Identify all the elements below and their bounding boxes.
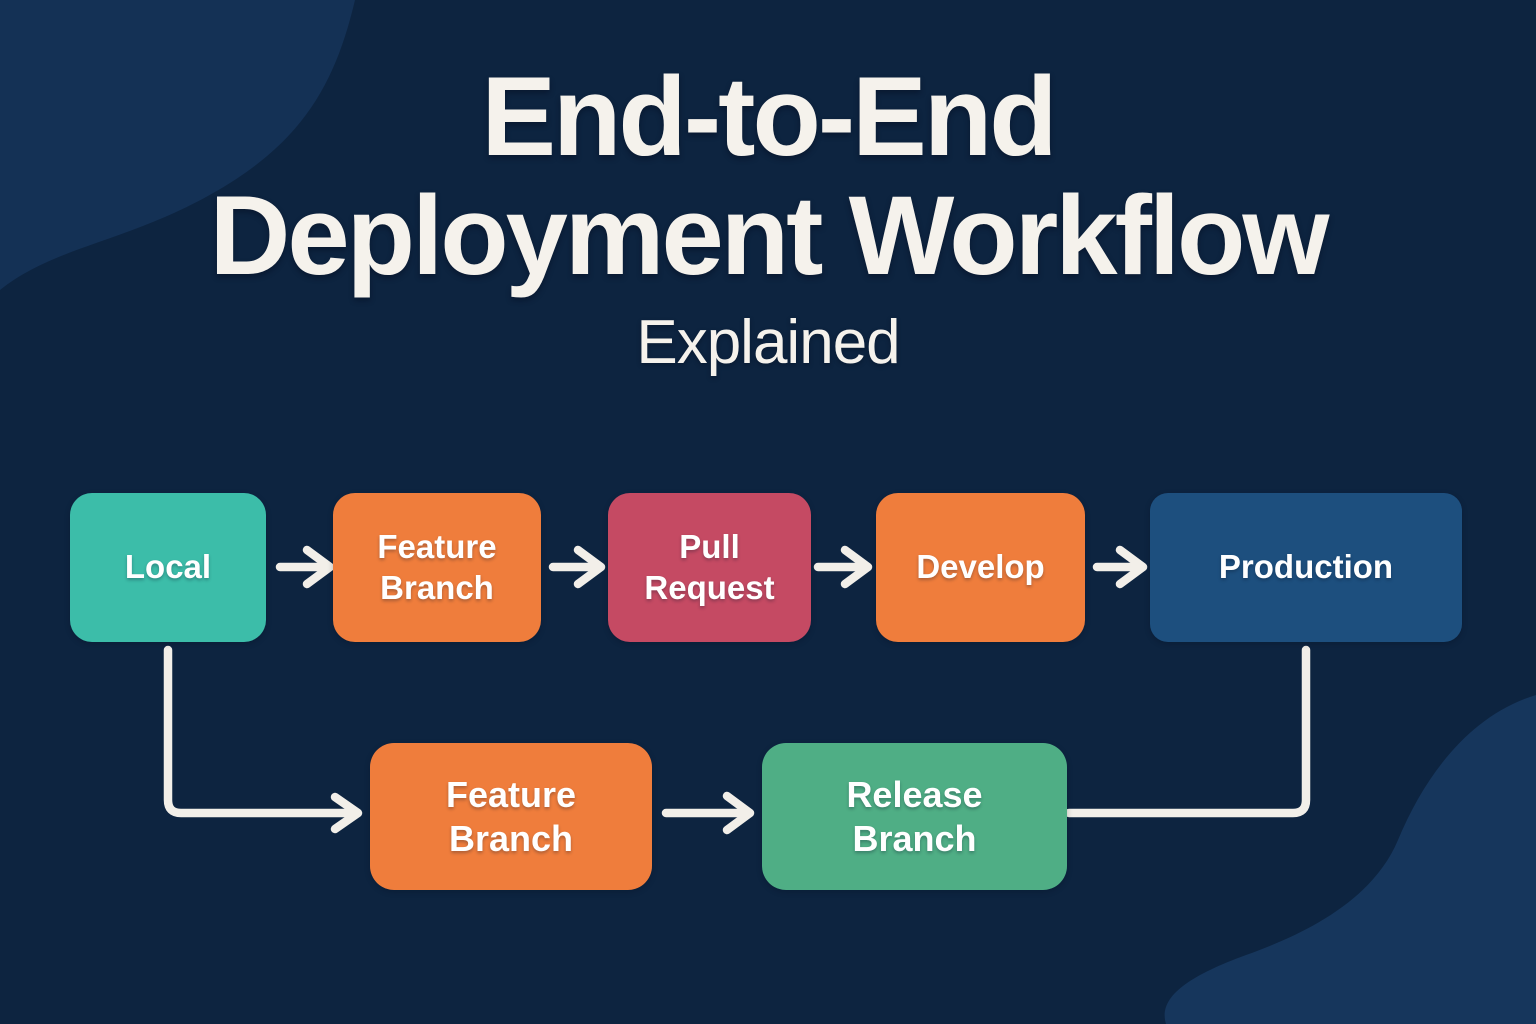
blob-top-left (0, 0, 355, 290)
node-pull-request: Pull Request (608, 493, 811, 642)
arrow-right-icon (661, 791, 755, 835)
node-release-branch: Release Branch (762, 743, 1067, 890)
node-label: Develop (916, 548, 1045, 586)
node-label: Feature Branch (377, 528, 497, 606)
node-production: Production (1150, 493, 1462, 642)
page-title-line1: End-to-End (481, 54, 1057, 179)
node-label: Production (1218, 548, 1394, 586)
node-feature-branch-bottom: Feature Branch (370, 743, 652, 890)
elbow-connector-production-to-release-branch (1064, 645, 1311, 818)
arrow-right-icon (813, 545, 873, 589)
arrow-right-icon (1092, 545, 1148, 589)
node-label: Feature Branch (445, 773, 577, 859)
node-feature-branch-top: Feature Branch (333, 493, 541, 642)
elbow-arrow-local-to-feature-branch (163, 645, 363, 834)
node-label: Pull Request (644, 528, 775, 606)
node-label: Local (124, 548, 212, 586)
blob-bottom-right (1164, 695, 1536, 1024)
page-subtitle: Explained (636, 308, 900, 378)
page-title-line2: Deployment Workflow (209, 172, 1329, 298)
arrow-right-icon (548, 545, 606, 589)
arrow-right-icon (275, 545, 335, 589)
node-local: Local (70, 493, 266, 642)
node-label: Release Branch (846, 773, 983, 859)
node-develop: Develop (876, 493, 1085, 642)
header: End-to-End Deployment Workflow Explained (0, 54, 1536, 378)
